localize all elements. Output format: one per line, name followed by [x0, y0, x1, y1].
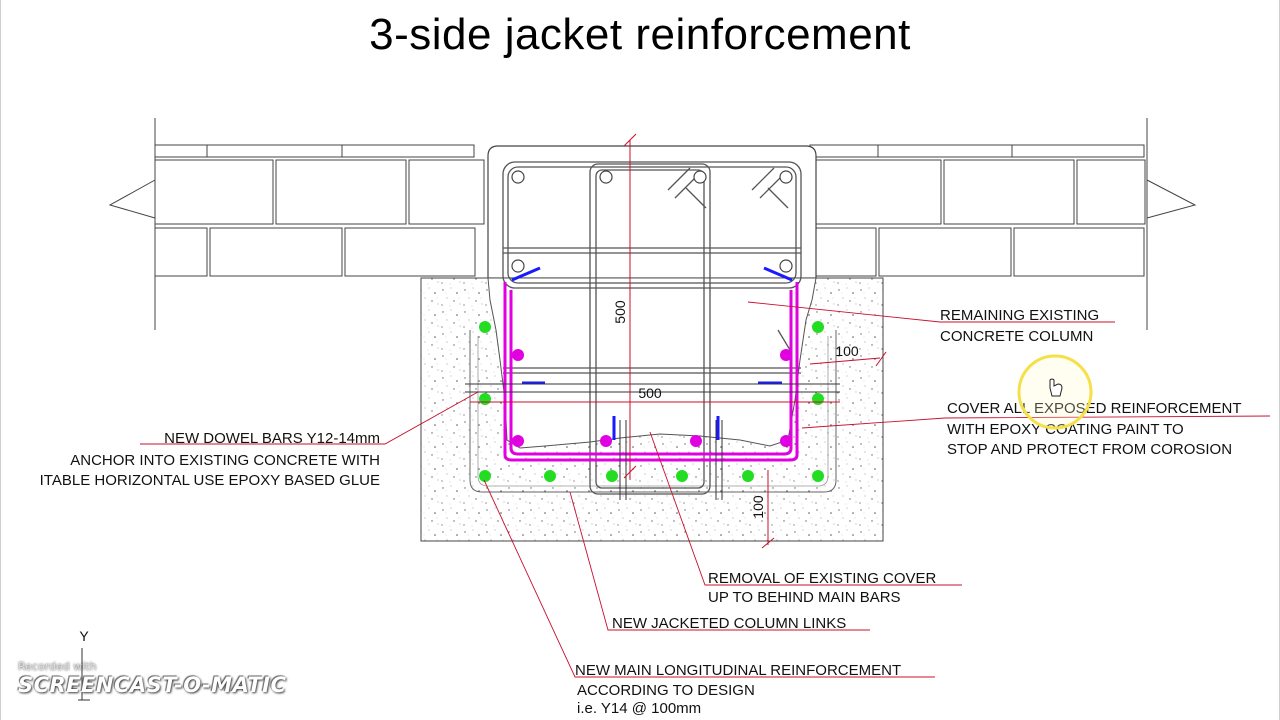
label-removal-line1: REMOVAL OF EXISTING COVER	[708, 570, 937, 587]
label-cover-line1: COVER ALL EXPOSED REINFORCEMENT	[947, 400, 1242, 417]
label-dowel-line3: ITABLE HORIZONTAL USE EPOXY BASED GLUE	[40, 472, 380, 489]
jacket-inner-border	[469, 330, 837, 493]
dim-column-width: 500	[638, 385, 662, 401]
existing-column-outline	[487, 145, 817, 279]
label-links-line1: NEW JACKETED COLUMN LINKS	[612, 615, 846, 632]
label-main-line2: ACCORDING TO DESIGN	[577, 682, 755, 699]
screencast-watermark: Recorded with SCREENCAST-O-MATIC	[18, 660, 286, 697]
axis-y-label: Y	[79, 628, 89, 644]
existing-links	[502, 161, 802, 495]
jacket-inner-border-2	[477, 336, 829, 487]
brick-wall	[108, 118, 1197, 330]
new-jacket-links	[503, 282, 799, 462]
remaining-concrete	[487, 277, 817, 449]
dim-column-height: 500	[612, 300, 628, 324]
label-cover-line3: STOP AND PROTECT FROM COROSION	[947, 441, 1232, 458]
label-dowel-line1: NEW DOWEL BARS Y12-14mm	[164, 430, 380, 447]
label-main-line1: NEW MAIN LONGITUDINAL REINFORCEMENT	[575, 662, 901, 679]
label-dowel-line2: ANCHOR INTO EXISTING CONCRETE WITH	[70, 452, 380, 469]
dimension-lines	[470, 133, 887, 549]
dim-bottom-cover: 100	[750, 495, 766, 519]
ucs-axis-icon	[78, 648, 90, 701]
label-remaining-line2: CONCRETE COLUMN	[940, 328, 1093, 345]
hand-cursor-icon	[1049, 378, 1063, 397]
dim-side-cover: 100	[835, 343, 859, 359]
new-magenta-bars	[512, 349, 792, 447]
window-border-left	[0, 0, 1, 720]
label-removal-line2: UP TO BEHIND MAIN BARS	[708, 589, 901, 606]
label-remaining-line1: REMAINING EXISTING	[940, 307, 1099, 324]
watermark-recorded-with: Recorded with	[18, 660, 97, 673]
label-main-line3: i.e. Y14 @ 100mm	[577, 700, 701, 717]
diagram-title: 3-side jacket reinforcement	[369, 10, 911, 59]
existing-bars	[511, 170, 793, 273]
leader-lines	[140, 301, 1271, 678]
dowel-bars	[511, 266, 793, 440]
label-cover-line2: WITH EPOXY COATING PAINT TO	[947, 421, 1184, 438]
watermark-brand: SCREENCAST-O-MATIC	[18, 673, 287, 697]
dowel-lines	[465, 383, 840, 500]
